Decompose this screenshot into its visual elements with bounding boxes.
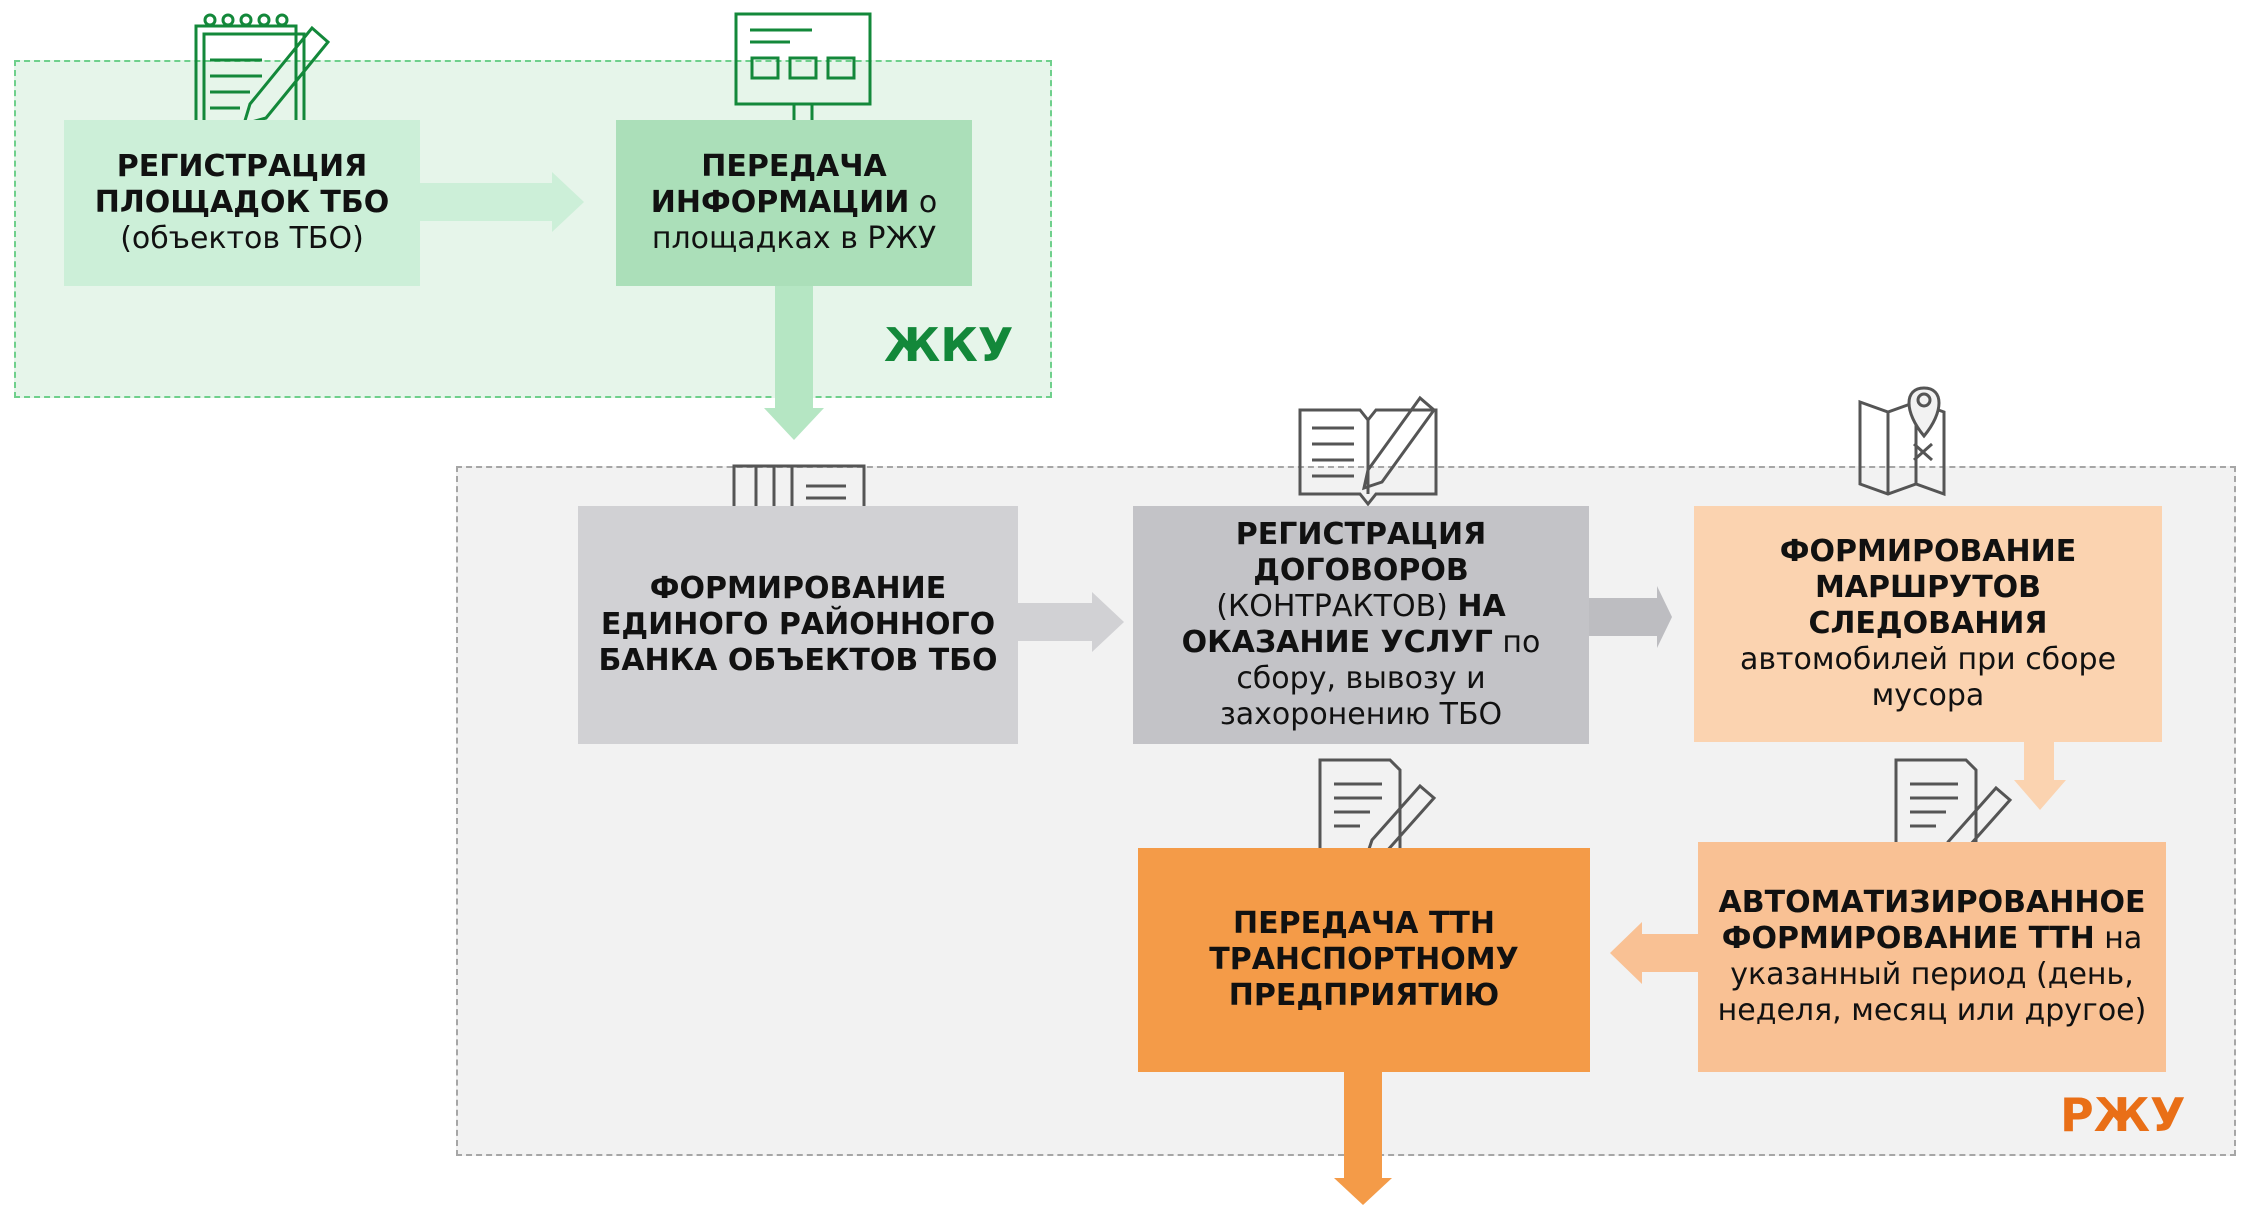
- arrow-bank-to-contracts: [1018, 592, 1124, 652]
- step-contracts: РЕГИСТРАЦИЯ ДОГОВОРОВ (КОНТРАКТОВ) НА ОК…: [1133, 506, 1589, 744]
- rzhu-label: РЖУ: [2060, 1088, 2186, 1142]
- step-title: РЕГИСТРАЦИЯ ДОГОВОРОВ: [1235, 517, 1487, 588]
- step-ttn-transfer: ПЕРЕДАЧА ТТН ТРАНСПОРТНОМУ ПРЕДПРИЯТИЮ: [1138, 848, 1590, 1072]
- step-title: АВТОМАТИЗИРОВАННОЕ ФОРМИРОВАНИЕ ТТН: [1718, 885, 2146, 956]
- step-title: ФОРМИРОВАНИЕ ЕДИНОГО РАЙОННОГО БАНКА ОБЪ…: [598, 571, 998, 678]
- step-subtitle: на указанный период (день, неделя, месяц…: [1717, 921, 2147, 1028]
- step-title-2: НА ОКАЗАНИЕ УСЛУГ: [1181, 589, 1506, 660]
- step-text: (КОНТРАКТОВ): [1216, 589, 1448, 624]
- step-title: РЕГИСТРАЦИЯ ПЛОЩАДОК ТБО: [94, 149, 390, 220]
- arrow-ttn-forming-to-transfer: [1610, 922, 1698, 984]
- arrow-transfer-to-bank: [764, 286, 824, 440]
- document-pen-icon: [1318, 758, 1437, 861]
- step-bank-forming: ФОРМИРОВАНИЕ ЕДИНОГО РАЙОННОГО БАНКА ОБЪ…: [578, 506, 1018, 744]
- step-title: ПЕРЕДАЧА ИНФОРМАЦИИ: [650, 149, 910, 220]
- step-subtitle: о площадках в РЖУ: [651, 185, 938, 256]
- step-registration-sites: РЕГИСТРАЦИЯ ПЛОЩАДОК ТБО(объектов ТБО): [64, 120, 420, 286]
- arrow-contracts-to-routes: [1589, 586, 1672, 648]
- arrow-routes-to-ttn: [2014, 742, 2066, 810]
- step-info-transfer: ПЕРЕДАЧА ИНФОРМАЦИИ о площадках в РЖУ: [616, 120, 972, 286]
- step-subtitle: (объектов ТБО): [120, 221, 364, 256]
- step-title: ФОРМИРОВАНИЕ МАРШРУТОВ СЛЕДОВАНИЯ: [1779, 534, 2077, 641]
- notepad-pen-icon: [194, 13, 331, 127]
- step-title: ПЕРЕДАЧА ТТН ТРАНСПОРТНОМУ ПРЕДПРИЯТИЮ: [1209, 906, 1519, 1013]
- map-pin-icon: [1858, 386, 1946, 497]
- step-subtitle: автомобилей при сборе мусора: [1739, 642, 2117, 713]
- arrow-registration-to-transfer: [420, 172, 584, 232]
- monitor-icon: [734, 12, 872, 124]
- step-routes: ФОРМИРОВАНИЕ МАРШРУТОВ СЛЕДОВАНИЯ автомо…: [1694, 506, 2162, 742]
- zhku-label: ЖКУ: [884, 318, 1014, 372]
- arrow-transfer-out: [1334, 1072, 1392, 1205]
- open-book-pen-icon: [1298, 395, 1438, 507]
- step-subtitle: по сбору, вывозу и захоронению ТБО: [1219, 625, 1541, 732]
- step-ttn-forming: АВТОМАТИЗИРОВАННОЕ ФОРМИРОВАНИЕ ТТН на у…: [1698, 842, 2166, 1072]
